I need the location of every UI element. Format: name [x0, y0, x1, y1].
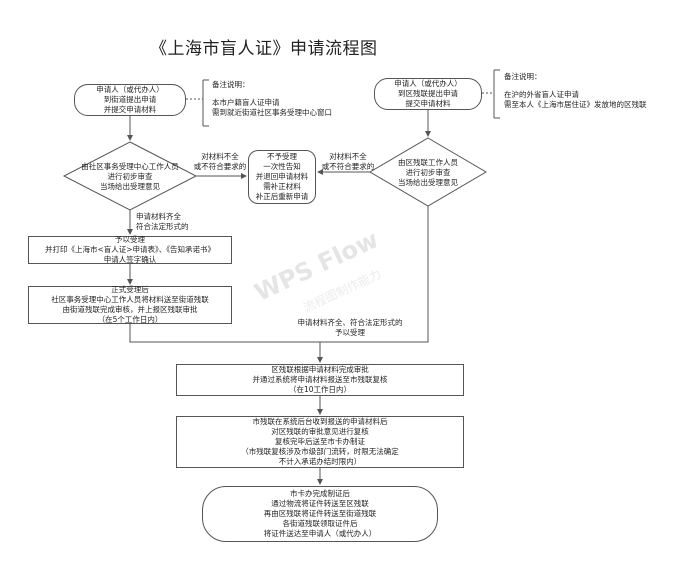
label-left-accept: 申请材料齐全 符合法定形式的 [136, 212, 189, 231]
note-right-heading: 备注说明： [504, 72, 542, 81]
district-review-node: 区残联根据申请材料完成审批 并通过系统将申请材料报送至市残联复核 （在10工作日… [176, 364, 464, 396]
decision-right-text: 由区残联工作人员 进行初步审查 当场给出受理意见 [398, 158, 458, 187]
accept-node: 予以受理 并打印《上海市<盲人证>申请表》、《告知承诺书》 申请人签字确认 [28, 235, 232, 264]
start-right-node: 申请人（或代办人） 到区残联提出申请 提交申请材料 [374, 78, 482, 110]
start-left-node: 申请人（或代办人） 到街道提出申请 并提交申请材料 [74, 84, 186, 116]
note-bracket-left-cap [203, 79, 209, 127]
page-title: 《上海市盲人证》申请流程图 [150, 39, 378, 59]
note-left-heading: 备注说明： [212, 80, 250, 89]
note-left-line: 需到就近街道社区事务受理中心窗口 [212, 108, 332, 117]
reject-node: 不予受理 一次性告知 并退回申请材料 需补正材料 补正后重新申请 [248, 150, 316, 204]
note-right-line: 需至本人《上海市居住证》发放地的区残联 [504, 100, 647, 109]
city-review-node: 市残联在系统后台收到报送的申请材料后 对区残联的审批意见进行复核 复核完毕后送至… [176, 416, 464, 468]
note-right: 备注说明： 在沪的外省盲人证申请 需至本人《上海市居住证》发放地的区残联 [504, 72, 647, 110]
end-node: 市卡办完成制证后 通过物流将证件转送至区残联 再由区残联将证件转送至街道残联 各… [202, 486, 438, 542]
note-left: 备注说明： 本市户籍盲人证申请 需到就近街道社区事务受理中心窗口 [212, 80, 332, 118]
arrow-right-accept [320, 206, 429, 343]
note-right-line: 在沪的外省盲人证申请 [504, 90, 579, 99]
label-left-reject: 对材料不全 或不符合要求的 [193, 152, 247, 171]
note-bracket-right-cap [494, 69, 500, 119]
arrow-formal-to-district [129, 324, 323, 363]
label-right-reject: 对材料不全 或不符合要求的 [321, 152, 375, 171]
formal-accept-node: 正式受理后 社区事务受理中心工作人员将材料送至街道残联 由街道残联完成审核，并上… [28, 285, 232, 324]
decision-left-text: 由社区事务受理中心工作人员 进行初步审查 当场给出受理意见 [81, 162, 179, 191]
note-left-line: 本市户籍盲人证申请 [212, 98, 280, 107]
label-right-accept: 申请材料齐全、符合法定形式的 予以受理 [297, 318, 403, 337]
